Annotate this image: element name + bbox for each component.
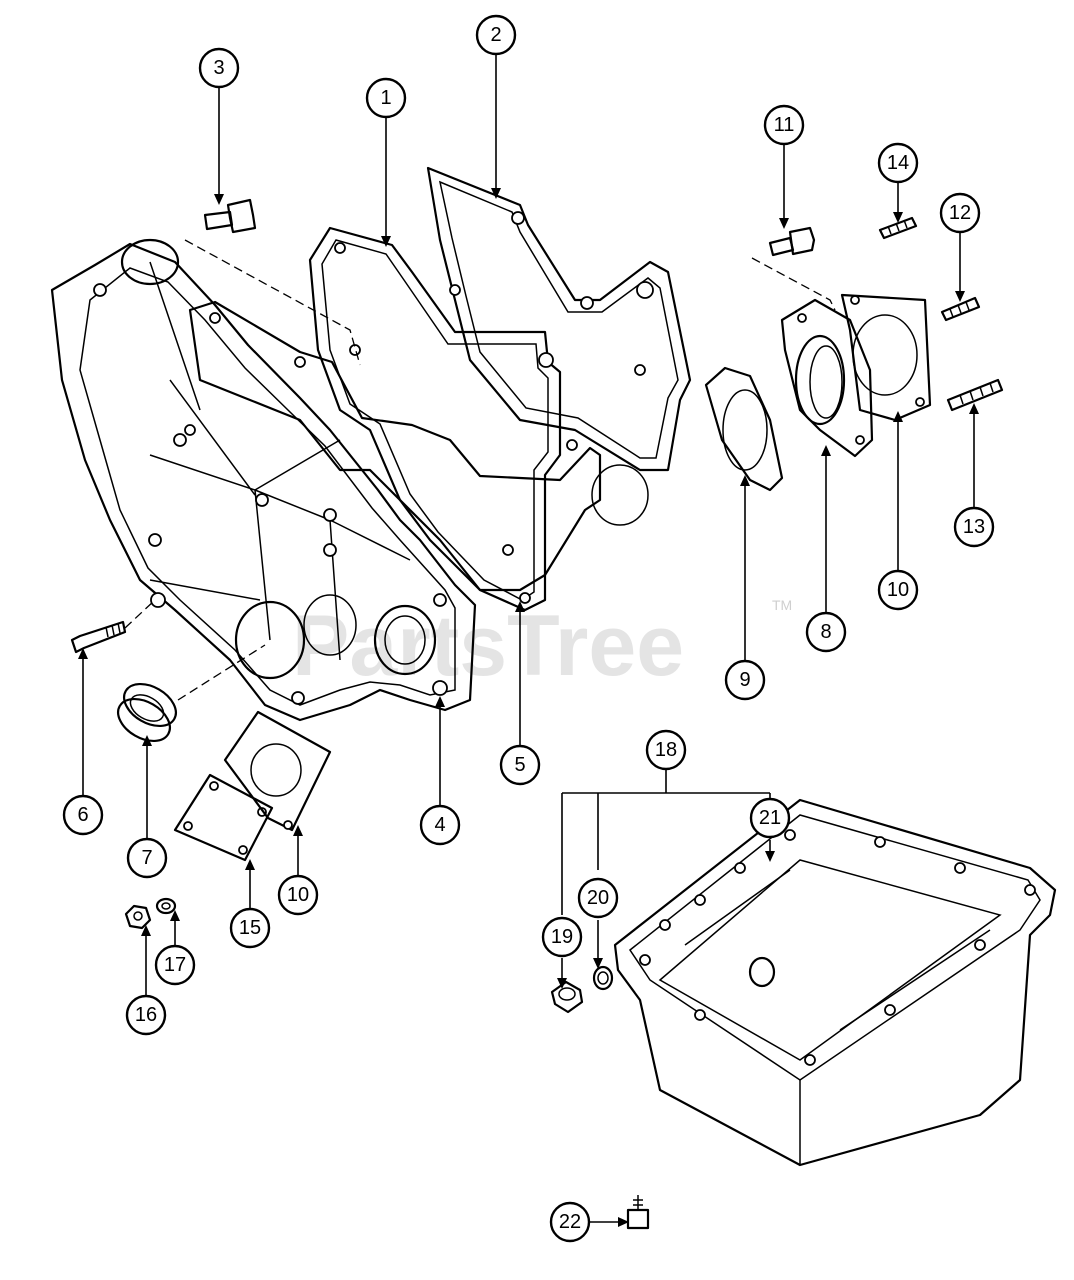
svg-text:1: 1 [380, 87, 391, 109]
svg-text:2: 2 [490, 24, 501, 46]
svg-text:4: 4 [434, 814, 445, 836]
svg-text:11: 11 [774, 114, 795, 136]
callout-5[interactable]: 5 [499, 744, 541, 786]
part-gasket-1 [308, 226, 562, 612]
part-gasket-10-left [223, 710, 332, 832]
svg-text:5: 5 [514, 754, 525, 776]
svg-text:8: 8 [820, 621, 831, 643]
part-washer-17 [155, 897, 177, 915]
svg-text:19: 19 [551, 926, 573, 948]
part-drain-plug-19 [550, 980, 584, 1014]
callout-3[interactable]: 3 [198, 47, 240, 89]
part-housing-8 [780, 298, 874, 458]
part-gear-case-cover [50, 238, 477, 722]
svg-text:16: 16 [135, 1004, 157, 1026]
part-bolt-6 [70, 599, 156, 654]
part-bolt-3 [184, 198, 361, 366]
part-bolt-22 [626, 1195, 650, 1230]
svg-text:6: 6 [77, 804, 88, 826]
part-gasket-9 [704, 366, 784, 492]
callout-10-right[interactable]: 10 [877, 569, 919, 611]
callout-9[interactable]: 9 [724, 659, 766, 701]
callout-11[interactable]: 11 [763, 104, 805, 146]
callout-10-left[interactable]: 10 [277, 874, 319, 916]
callout-4[interactable]: 4 [419, 804, 461, 846]
callout-12[interactable]: 12 [939, 192, 981, 234]
part-stud-14 [878, 216, 918, 240]
svg-text:20: 20 [587, 887, 609, 909]
callout-18[interactable]: 18 [645, 729, 687, 771]
part-stud-13 [946, 378, 1004, 412]
part-bolt-11 [751, 226, 836, 311]
svg-text:17: 17 [164, 954, 186, 976]
svg-text:21: 21 [759, 807, 781, 829]
callout-8[interactable]: 8 [805, 611, 847, 653]
callout-22[interactable]: 22 [549, 1201, 591, 1243]
callout-2[interactable]: 2 [475, 14, 517, 56]
callout-19[interactable]: 19 [541, 916, 583, 958]
callout-14[interactable]: 14 [877, 142, 919, 184]
part-gasket-large-rear [426, 166, 692, 472]
leader-lines [78, 55, 979, 1227]
callout-15[interactable]: 15 [229, 907, 271, 949]
callout-20[interactable]: 20 [577, 877, 619, 919]
part-front-gasket [188, 300, 649, 592]
callout-16[interactable]: 16 [125, 994, 167, 1036]
part-oil-seal-7 [117, 644, 266, 743]
callout-13[interactable]: 13 [953, 506, 995, 548]
part-stud-12 [940, 296, 981, 322]
part-gasket-10-right [840, 293, 932, 422]
svg-text:15: 15 [239, 917, 261, 939]
svg-text:13: 13 [963, 516, 985, 538]
callout-7[interactable]: 7 [126, 837, 168, 879]
watermark-text: PartsTree [292, 598, 684, 694]
svg-text:12: 12 [949, 202, 971, 224]
svg-text:10: 10 [887, 579, 909, 601]
svg-text:3: 3 [213, 57, 224, 79]
callout-17[interactable]: 17 [154, 944, 196, 986]
callout-1[interactable]: 1 [365, 77, 407, 119]
part-nut-16 [124, 904, 152, 930]
svg-text:14: 14 [887, 152, 909, 174]
watermark-trademark: TM [772, 597, 792, 613]
svg-text:22: 22 [559, 1211, 581, 1233]
part-gasket-20 [592, 965, 614, 991]
svg-text:10: 10 [287, 884, 309, 906]
part-oil-pan [613, 798, 1057, 1167]
svg-text:9: 9 [739, 669, 750, 691]
callout-6[interactable]: 6 [62, 794, 104, 836]
svg-text:7: 7 [141, 847, 152, 869]
callout-21[interactable]: 21 [749, 797, 791, 839]
svg-text:18: 18 [655, 739, 677, 761]
